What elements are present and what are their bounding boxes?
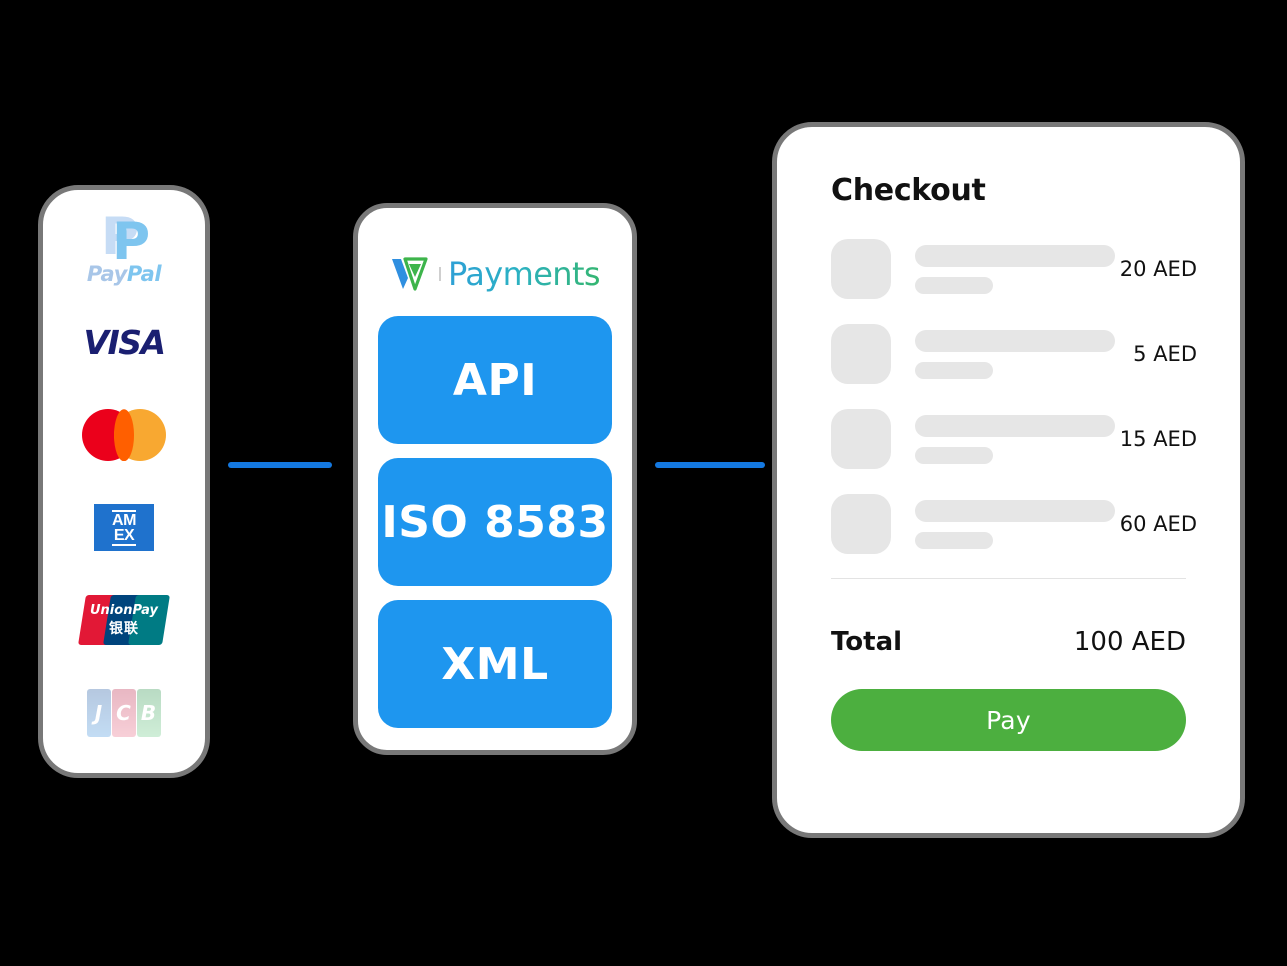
checkout-card: Checkout 20 AED 5 AED 15 AED [772, 122, 1245, 838]
paypal-word-a: Pay [86, 261, 127, 286]
line-item-subtitle-placeholder [915, 446, 993, 464]
line-item: 20 AED [831, 238, 1197, 300]
line-item-text-placeholder [915, 499, 1115, 549]
line-item-thumbnail-placeholder [831, 324, 891, 384]
brand-separator [439, 267, 442, 281]
pay-button[interactable]: Pay [831, 689, 1186, 751]
checkout-line-items: 20 AED 5 AED 15 AED 60 AED [831, 238, 1197, 555]
line-item-thumbnail-placeholder [831, 494, 891, 554]
mastercard-icon [64, 398, 184, 472]
amex-icon: AM EX [64, 491, 184, 565]
line-item-title-placeholder [915, 329, 1115, 352]
line-item-price: 20 AED [1119, 257, 1197, 281]
checkout-divider [831, 578, 1186, 579]
checkout-title: Checkout [831, 173, 986, 208]
visa-icon: VISA [64, 306, 184, 380]
total-amount: 100 AED [1073, 627, 1186, 657]
connector-gateway-to-checkout [655, 462, 765, 468]
line-item-title-placeholder [915, 414, 1115, 437]
visa-wordmark: VISA [83, 323, 166, 363]
line-item: 60 AED [831, 493, 1197, 555]
jcb-letter-c: C [111, 688, 136, 737]
line-item-subtitle-placeholder [915, 361, 993, 379]
gateway-brand-word: Payments [448, 255, 601, 293]
line-item-text-placeholder [915, 414, 1115, 464]
line-item-subtitle-placeholder [915, 531, 993, 549]
line-item: 5 AED [831, 323, 1197, 385]
paypal-word-b: Pal [126, 261, 162, 286]
jcb-icon: J C B [64, 676, 184, 750]
checkout-total-row: Total 100 AED [831, 627, 1186, 657]
jcb-letter-b: B [136, 688, 161, 737]
mastercard-overlap [114, 409, 134, 462]
protocol-button-iso-8583[interactable]: ISO 8583 [378, 458, 612, 586]
gateway-brand: Payments [390, 232, 601, 316]
line-item-title-placeholder [915, 499, 1115, 522]
connector-methods-to-gateway [228, 462, 332, 468]
amex-line-2: EX [113, 526, 135, 544]
jcb-letter-j: J [86, 688, 111, 737]
line-item-text-placeholder [915, 244, 1115, 294]
line-item-subtitle-placeholder [915, 276, 993, 294]
line-item-price: 15 AED [1119, 427, 1197, 451]
gateway-card: Payments API ISO 8583 XML [353, 203, 637, 755]
line-item-thumbnail-placeholder [831, 409, 891, 469]
line-item: 15 AED [831, 408, 1197, 470]
protocol-button-api[interactable]: API [378, 316, 612, 444]
line-item-text-placeholder [915, 329, 1115, 379]
line-item-thumbnail-placeholder [831, 239, 891, 299]
amex-line-1: AM [112, 511, 136, 529]
total-label: Total [831, 627, 903, 657]
line-item-price: 60 AED [1119, 512, 1197, 536]
paypal-wordmark: PayPal [86, 261, 162, 286]
line-item-title-placeholder [915, 244, 1115, 267]
unionpay-icon: UnionPay 银联 [64, 583, 184, 657]
unionpay-line-1: UnionPay [90, 602, 158, 618]
line-item-price: 5 AED [1133, 342, 1197, 366]
v-payments-logo-mark-icon [390, 256, 432, 292]
unionpay-line-2: 银联 [109, 620, 139, 637]
protocol-button-xml[interactable]: XML [378, 600, 612, 728]
